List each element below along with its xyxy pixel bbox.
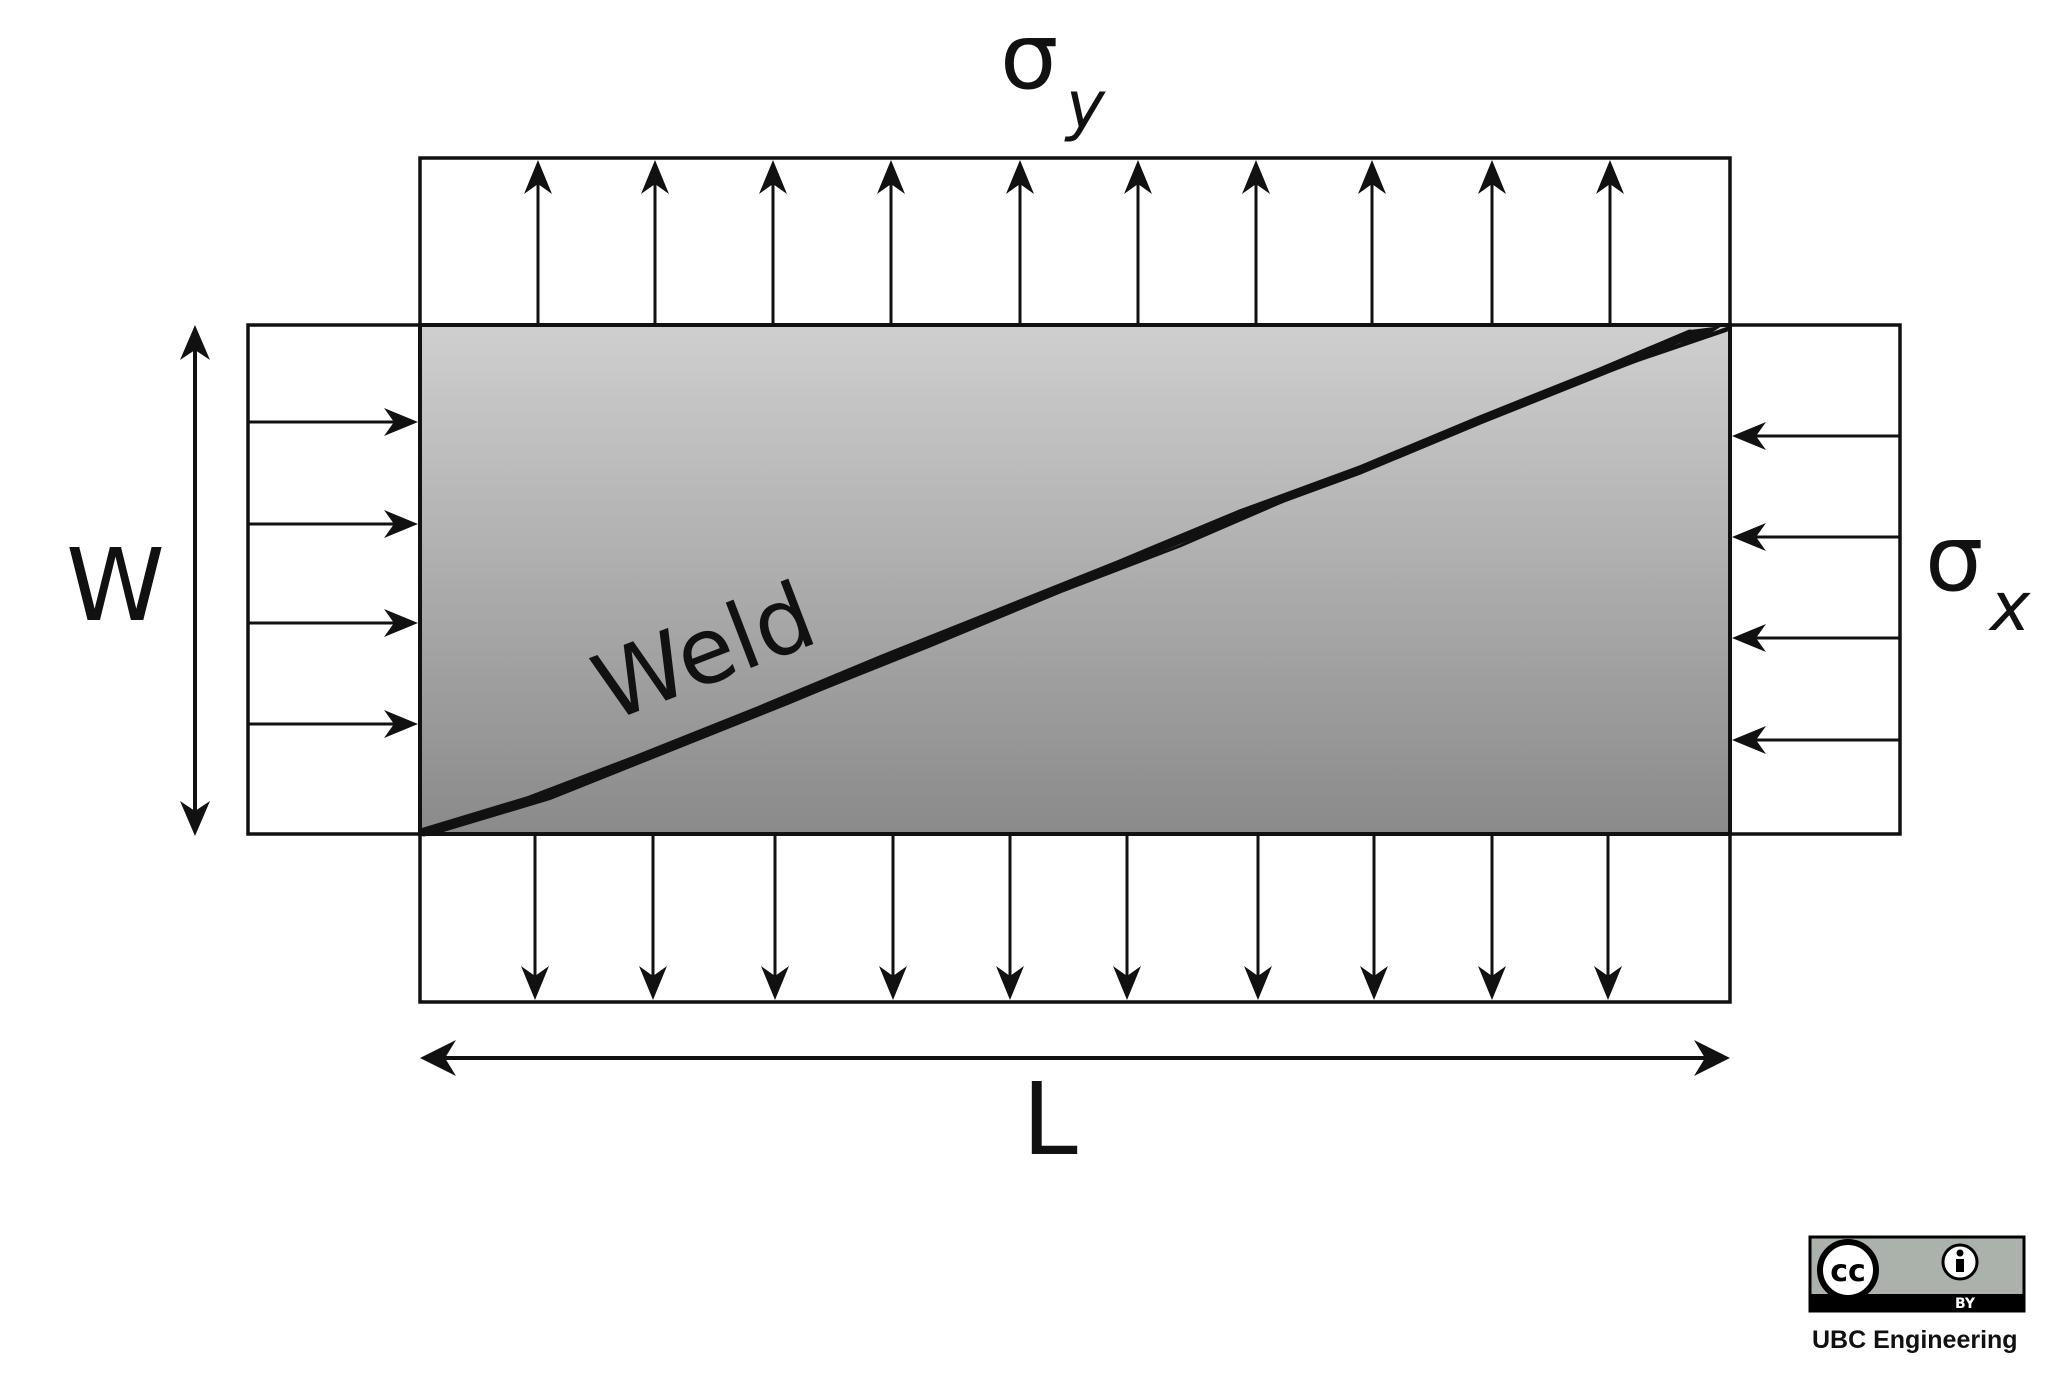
length-label: L [1022,1061,1078,1178]
width-label: W [66,527,165,644]
sigma-x-arrows-left [248,408,418,738]
cc-by-license-badge: cc BY [1808,1235,2026,1313]
cc-mark: cc [1830,1254,1866,1289]
sigma-y-arrow-down [1360,834,1388,1000]
sigma-y-arrow-up [641,160,669,325]
sigma-y-subscript: y [1064,67,1106,144]
sigma-y-arrows-bottom [521,834,1622,1000]
sigma-x-arrow-right [248,510,418,538]
sigma-x-arrow-right [248,609,418,637]
top-stress-box [418,156,1732,327]
attribution-person-icon [1941,1243,1979,1281]
sigma-y-arrow-down [1244,834,1272,1000]
sigma-y-arrow-up [1124,160,1152,325]
sigma-y-arrow-up [1006,160,1034,325]
sigma-y-arrow-down [1594,834,1622,1000]
sigma-x-arrow-right [248,408,418,436]
by-label: BY [1955,1296,1976,1312]
sigma-y-arrow-down [521,834,549,1000]
sigma-y-arrow-up [524,160,552,325]
sigma-y-arrow-up [877,160,905,325]
length-dimension-arrow [420,1040,1730,1076]
sigma-y-arrow-up [1358,160,1386,325]
sigma-y-arrow-down [1113,834,1141,1000]
sigma-y-arrow-down [996,834,1024,1000]
cc-icon [1817,1239,1879,1301]
sigma-y-arrow-up [759,160,787,325]
sigma-x-arrow-left [1732,422,1900,450]
sigma-y-arrow-up [1596,160,1624,325]
sigma-y-arrows-top [524,160,1624,325]
bottom-stress-box [418,832,1732,1004]
sigma-y-arrow-down [639,834,667,1000]
width-dimension-arrow [180,325,210,836]
sigma-y-arrow-down [1478,834,1506,1000]
sigma-y-arrow-down [761,834,789,1000]
sigma-y-arrow-down [879,834,907,1000]
weld-seam [419,326,1730,837]
sigma-x-arrows-right [1732,422,1900,754]
sigma-x-arrow-left [1732,726,1900,754]
sigma-y-arrow-up [1242,160,1270,325]
sigma-y-label: σ [1000,3,1058,110]
right-stress-box [1728,323,1902,836]
sigma-x-arrow-left [1732,523,1900,551]
sigma-x-label: σ [1925,505,1983,612]
sigma-x-arrow-right [248,710,418,738]
sigma-y-arrow-up [1478,160,1506,325]
left-stress-box [246,323,422,836]
sigma-x-arrow-left [1732,624,1900,652]
sigma-x-subscript: x [1988,568,2031,647]
credit-label: UBC Engineering [1812,1326,2018,1354]
